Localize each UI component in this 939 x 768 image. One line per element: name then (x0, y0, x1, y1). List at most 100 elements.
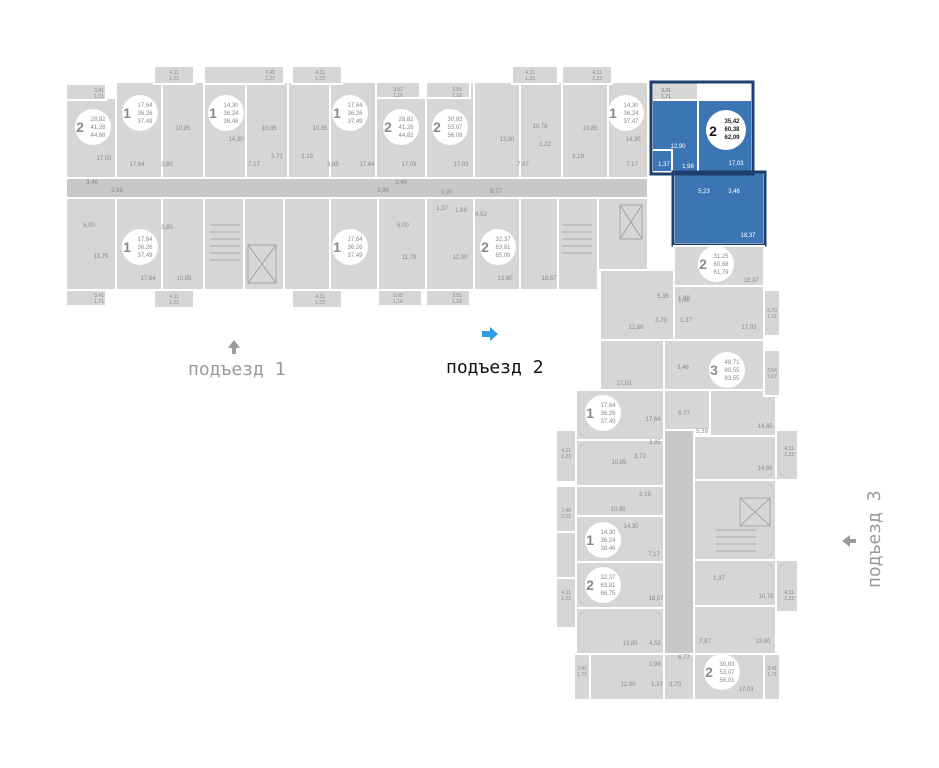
room (287, 81, 331, 179)
bay-area: 4,11 (784, 446, 794, 452)
badge-circle (709, 352, 745, 388)
stairs (716, 529, 756, 552)
apartment-badge[interactable]: 2 28,82 41,26 44,82 (383, 109, 419, 145)
room-area: 14,30 (623, 524, 639, 530)
entrance-3[interactable]: подъезд 3 (842, 490, 885, 588)
bay-area: 1,23 (561, 454, 571, 460)
badge-circle (332, 229, 368, 265)
total-with-balcony: 44,68 (90, 133, 106, 139)
bay (555, 531, 577, 579)
room-area: 17,64 (129, 162, 145, 168)
bay-area: 3,41 (661, 88, 671, 94)
badge-circle (75, 109, 111, 145)
bay-area: 1,71 (94, 299, 104, 305)
room-area: 14,30 (228, 137, 244, 143)
stairs (210, 224, 240, 261)
bay-area: 4,11 (525, 70, 535, 76)
room-area: 4,52 (475, 212, 487, 218)
apartment-badge[interactable]: 2 32,37 63,81 65,09 (480, 229, 516, 265)
stairs (562, 224, 592, 254)
arrow-right-icon (482, 327, 498, 341)
rooms-count: 1 (333, 239, 341, 255)
living-area: 14,30 (600, 530, 616, 536)
total-with-balcony: 56,01 (719, 678, 735, 684)
room-area: 11,79 (402, 255, 417, 261)
bay-area: 7,40 (265, 70, 275, 76)
bay-area: 3,52 (393, 87, 403, 93)
total-area: 36,26 (137, 111, 153, 117)
stair-core (203, 197, 245, 291)
lift (247, 244, 277, 284)
room-area: 12,90 (670, 144, 686, 150)
room-area: 3,46 (728, 189, 740, 195)
rooms-count: 1 (609, 105, 617, 121)
apartment-badge[interactable]: 2 32,37 63,81 66,75 (585, 567, 621, 603)
apartment-badge[interactable]: 1 14,30 36,24 38,46 (208, 95, 244, 131)
rooms-count: 1 (209, 105, 217, 121)
entrance-label: подъезд 1 (188, 359, 286, 380)
bay (153, 65, 195, 85)
apartment-badge[interactable]: 2 30,83 53,07 56,01 (704, 654, 740, 690)
apartment-badge[interactable]: 1 17,64 36,26 37,49 (332, 229, 368, 265)
apartment-badge[interactable]: 1 14,30 36,24 37,47 (608, 95, 644, 131)
rooms-count: 1 (123, 239, 131, 255)
room (561, 81, 609, 179)
room-area: 17,03 (401, 162, 417, 168)
room-area: 13,80 (497, 276, 513, 282)
room-area: 12,86 (628, 325, 644, 331)
apartment-badge[interactable]: 1 17,64 36,26 37,49 (122, 95, 158, 131)
corridor (65, 177, 649, 199)
wing-entrance-3 (575, 245, 777, 701)
room-area: 10,85 (611, 460, 627, 466)
entrance-2[interactable]: подъезд 2 (446, 327, 544, 378)
bay-area: 1,23 (592, 76, 602, 82)
room-area: 1,22 (539, 142, 551, 148)
room-area: 17,03 (616, 381, 632, 387)
apartment-badge[interactable]: 1 17,64 36,26 37,49 (332, 95, 368, 131)
apartment-badge[interactable]: 1 17,64 36,26 37,49 (122, 229, 158, 265)
bay (775, 559, 799, 613)
total-with-balcony: 66,75 (600, 591, 616, 597)
bay-area: 3,41 (94, 88, 104, 94)
room (575, 439, 665, 487)
room-area: 1,37 (436, 206, 448, 212)
bay-area: 4,11 (169, 294, 179, 300)
living-area: 17,64 (347, 237, 363, 243)
apartment-badge[interactable]: 3 48,71 80,55 83,55 (709, 352, 745, 388)
badge-circle (608, 95, 644, 131)
total-area: 36,26 (137, 245, 153, 251)
room-area: 3,19 (301, 154, 313, 160)
badge-circle (585, 522, 621, 558)
selected-apartment[interactable]: 2 35,42 60,38 62,09 12,90 17,03 1,98 5,2… (649, 80, 767, 247)
corridor (663, 429, 695, 661)
room-area: 17,64 (645, 417, 661, 423)
rooms-count: 1 (123, 105, 131, 121)
apartment-badge[interactable]: 1 17,64 36,26 37,49 (585, 395, 621, 431)
apartment-badge[interactable]: 1 14,30 36,24 38,46 (585, 522, 621, 558)
living-area: 17,64 (137, 103, 153, 109)
rooms-count: 2 (699, 256, 707, 272)
room-area: 3,85 (161, 162, 173, 168)
bay (511, 65, 559, 85)
room-area: 10,85 (312, 126, 328, 132)
room-area: 12,90 (452, 255, 468, 261)
room-area: 3,70 (655, 318, 667, 324)
room-area: 10,85 (610, 507, 626, 513)
room-area: 14,65 (757, 424, 773, 430)
room (693, 435, 777, 481)
total-area: 36,24 (600, 538, 616, 544)
room-area: 17,64 (359, 162, 375, 168)
living-area: 48,71 (724, 360, 740, 366)
rooms-count: 2 (586, 577, 594, 593)
badge-circle (704, 654, 740, 690)
bay-area: 2,22 (265, 76, 275, 82)
entrance-1[interactable]: подъезд 1 (188, 340, 286, 380)
apartment-badge[interactable]: 2 31,25 60,68 61,79 (698, 246, 734, 282)
apartment-badge[interactable]: 2 28,82 41,26 44,68 (75, 109, 111, 145)
total-with-balcony: 37,47 (623, 119, 639, 125)
room-area: 5,23 (698, 189, 710, 195)
bay-area: 3,41 (767, 666, 777, 672)
lift-core (243, 197, 285, 291)
total-with-balcony: 44,82 (398, 133, 414, 139)
apartment-badge[interactable]: 2 30,83 53,07 56,08 (432, 109, 468, 145)
